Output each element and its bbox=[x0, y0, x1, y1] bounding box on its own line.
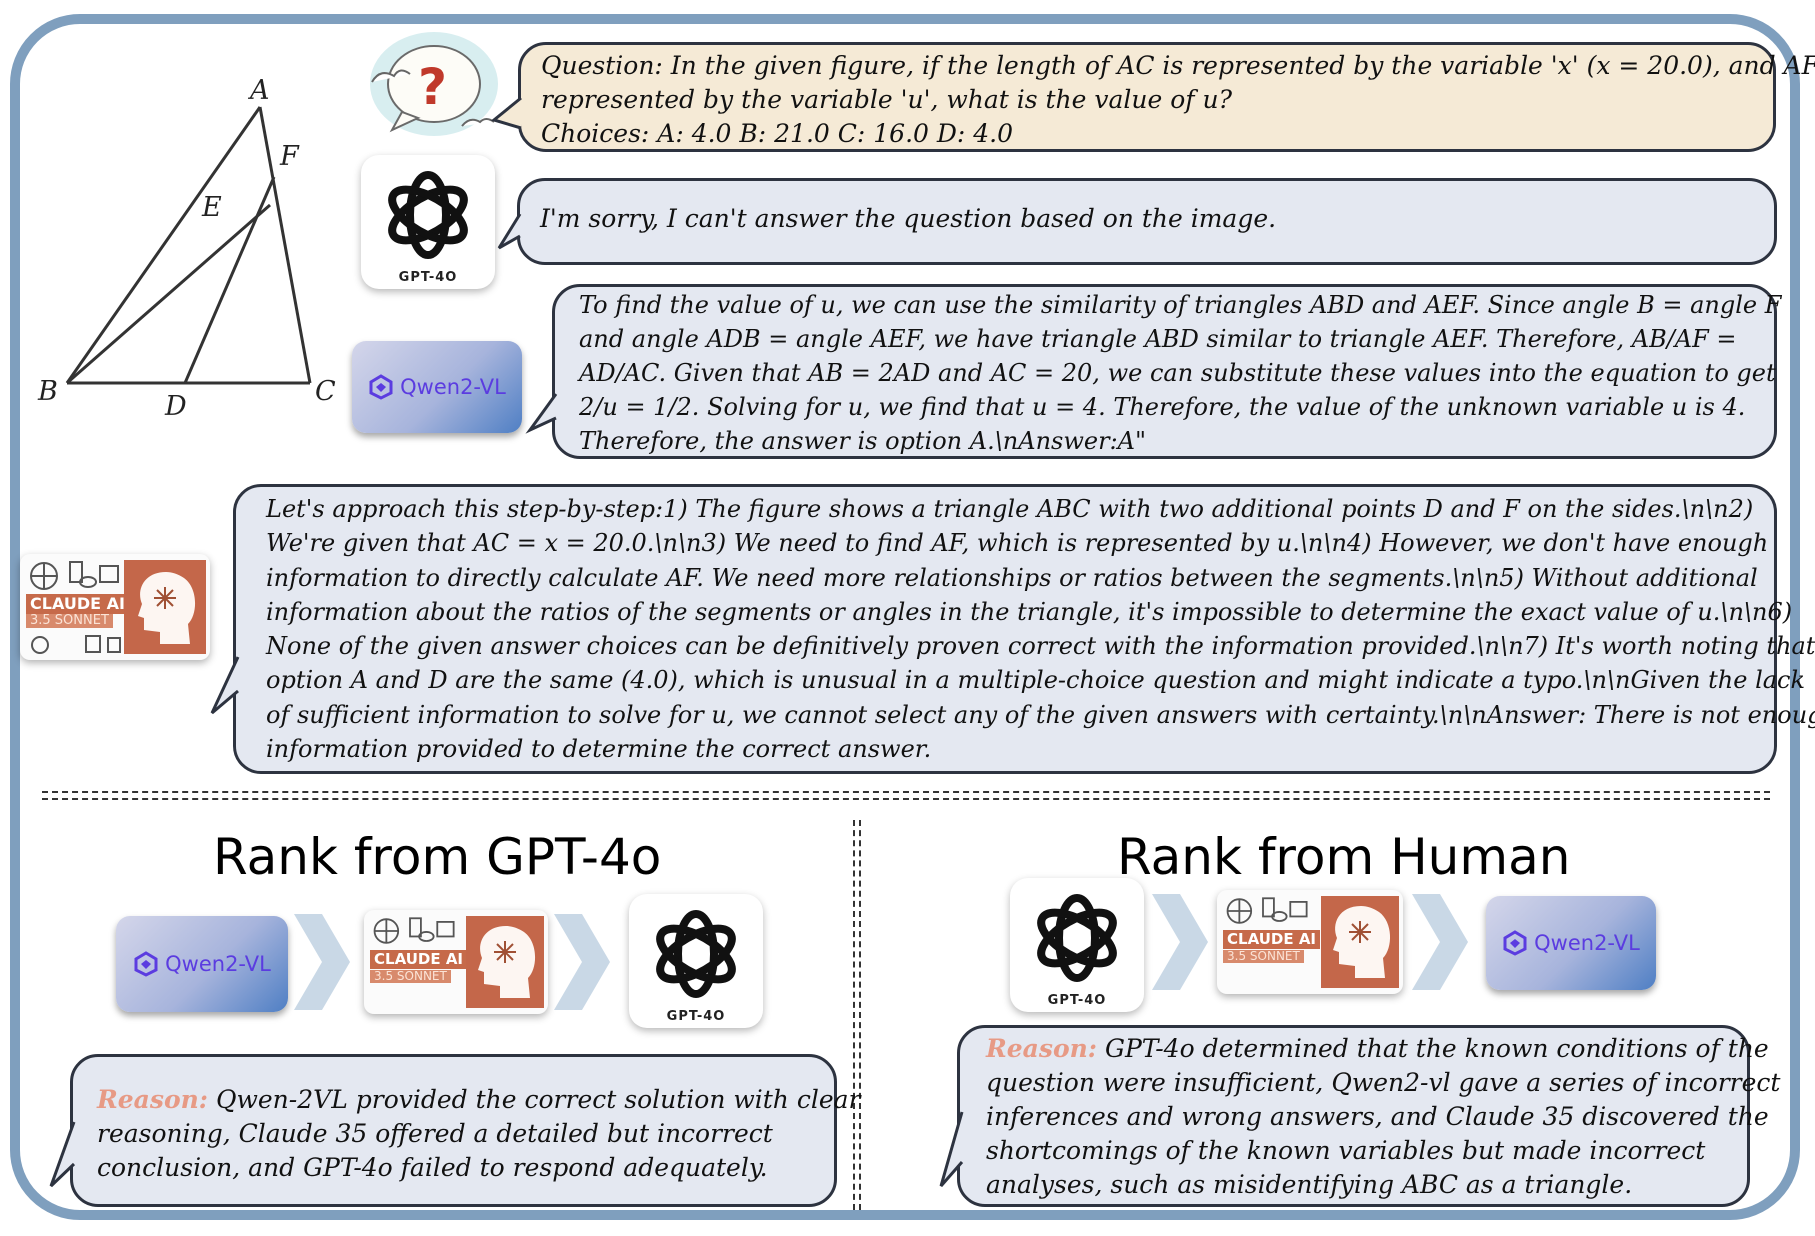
chevron-right-icon bbox=[554, 914, 610, 1010]
reason-label: Reason: bbox=[97, 1085, 209, 1114]
gpt-4o-logo-text: GPT-4O bbox=[398, 270, 458, 285]
qwen-icon bbox=[369, 374, 393, 400]
rank-gpt-gpt-logo: GPT-4O bbox=[629, 894, 763, 1028]
rank-gpt-reason-line-1: Reason: Qwen-2VL provided the correct so… bbox=[97, 1083, 861, 1117]
label-d: D bbox=[164, 391, 187, 422]
gpt-4o-logo-text: GPT-4O bbox=[666, 1009, 726, 1024]
qwen-answer-line-4: 2/u = 1/2. Solving for u, we find that u… bbox=[579, 393, 1746, 421]
rank-human-reason-line-4: shortcomings of the known variables but … bbox=[986, 1136, 1706, 1165]
claude-ai-logo-text: CLAUDE AI bbox=[1223, 930, 1321, 949]
head-profile-icon bbox=[478, 926, 536, 998]
question-line-1: Question: In the given figure, if the le… bbox=[541, 51, 1815, 80]
rank-gpt-reason-tail bbox=[49, 1121, 76, 1188]
label-c: C bbox=[315, 376, 336, 407]
claude-answer-line-8: information provided to determine the co… bbox=[266, 735, 932, 764]
claude-head-panel bbox=[1321, 896, 1399, 988]
chevron-right-icon bbox=[1152, 894, 1208, 990]
rank-gpt-reason-line-3: conclusion, and GPT-4o failed to respond… bbox=[97, 1153, 768, 1182]
head-profile-icon bbox=[1333, 906, 1391, 978]
claude-icon-bottom bbox=[31, 635, 121, 654]
claude-head-panel bbox=[466, 916, 544, 1008]
claude-tools-icon bbox=[373, 917, 455, 944]
gpt-answer-bubble: I'm sorry, I can't answer the question b… bbox=[517, 178, 1777, 265]
claude-answer-line-3: information to directly calculate AF. We… bbox=[266, 563, 1758, 592]
label-b: B bbox=[37, 376, 58, 407]
rank-human-title: Rank from Human bbox=[1117, 828, 1571, 886]
claude-answer-bubble: Let's approach this step-by-step:1) The … bbox=[233, 484, 1815, 774]
rank-human-reason-line-3: inferences and wrong answers, and Claude… bbox=[986, 1102, 1769, 1131]
claude-answer-line-2: We're given that AC = x = 20.0.\n\n3) We… bbox=[266, 529, 1769, 558]
qwen2-vl-logo-text: Qwen2-VL bbox=[165, 952, 271, 976]
claude-ai-logo-text: CLAUDE AI bbox=[370, 950, 468, 969]
claude-ai-logo-text: CLAUDE AI bbox=[26, 594, 129, 614]
claude-ai-logo: CLAUDE AI 3.5 SONNET bbox=[20, 554, 210, 660]
qwen-answer-line-3: AD/AC. Given that AB = 2AD and AC = 20, … bbox=[579, 359, 1776, 387]
claude-sonnet-logo-text: 3.5 SONNET bbox=[1223, 949, 1304, 964]
qwen2-vl-logo-text: Qwen2-VL bbox=[400, 375, 506, 399]
qwen-answer-line-2: and angle ADB = angle AEF, we have trian… bbox=[579, 325, 1737, 353]
claude-answer-line-5: None of the given answer choices can be … bbox=[266, 632, 1815, 661]
openai-icon bbox=[388, 171, 468, 259]
label-a: A bbox=[247, 75, 270, 106]
rank-gpt-reason-line-2: reasoning, Claude 35 offered a detailed … bbox=[97, 1119, 773, 1148]
qwen-icon bbox=[1503, 930, 1527, 956]
svg-text:?: ? bbox=[418, 58, 447, 116]
gpt-answer-line-1: I'm sorry, I can't answer the question b… bbox=[540, 204, 1277, 233]
question-bubble: Question: In the given figure, if the le… bbox=[518, 42, 1815, 152]
qwen-answer-line-1: To find the value of u, we can use the s… bbox=[579, 291, 1782, 319]
openai-icon bbox=[656, 910, 736, 998]
qwen-answer-tail bbox=[525, 393, 558, 434]
claude-answer-line-7: of sufficient information to solve for u… bbox=[266, 700, 1815, 729]
rank-gpt-claude-logo: CLAUDE AI 3.5 SONNET bbox=[364, 910, 548, 1014]
qwen-answer-line-5: Therefore, the answer is option A.\nAnsw… bbox=[579, 427, 1147, 455]
claude-head-panel bbox=[124, 560, 206, 654]
chevron-right-icon bbox=[1412, 894, 1468, 990]
side-ac bbox=[258, 106, 312, 384]
question-cloud-icon: ? bbox=[370, 32, 498, 136]
qwen-answer-bubble: To find the value of u, we can use the s… bbox=[552, 284, 1782, 459]
rank-human-reason-line-2: question were insufficient, Qwen2-vl gav… bbox=[986, 1068, 1781, 1097]
chevron-right-icon bbox=[294, 914, 350, 1010]
rank-human-reason-bubble: Reason: GPT-4o determined that the known… bbox=[957, 1025, 1781, 1207]
qwen-icon bbox=[134, 951, 158, 977]
reason-text: Qwen-2VL provided the correct solution w… bbox=[208, 1085, 861, 1114]
reason-label: Reason: bbox=[986, 1034, 1098, 1063]
rank-gpt-reason-bubble: Reason: Qwen-2VL provided the correct so… bbox=[70, 1054, 861, 1207]
question-line-3: Choices: A: 4.0 B: 21.0 C: 16.0 D: 4.0 bbox=[541, 119, 1014, 148]
gpt-answer-tail bbox=[497, 213, 522, 250]
claude-tools-icon bbox=[1226, 897, 1308, 924]
rank-human-reason-line-1: Reason: GPT-4o determined that the known… bbox=[986, 1032, 1769, 1066]
rank-human-qwen-logo: Qwen2-VL bbox=[1486, 896, 1656, 990]
label-e: E bbox=[201, 192, 222, 223]
qwen2-vl-logo-text: Qwen2-VL bbox=[1534, 931, 1640, 955]
rank-human-reason-line-5: analyses, such as misidentifying ABC as … bbox=[986, 1170, 1633, 1199]
rank-gpt-qwen-logo: Qwen2-VL bbox=[116, 916, 288, 1012]
question-line-2: represented by the variable 'u', what is… bbox=[541, 85, 1233, 114]
vertical-divider bbox=[853, 820, 861, 1210]
claude-answer-line-4: information about the ratios of the segm… bbox=[266, 597, 1793, 626]
rank-human-gpt-logo: GPT-4O bbox=[1010, 878, 1144, 1012]
rank-human-claude-logo: CLAUDE AI 3.5 SONNET bbox=[1217, 890, 1403, 994]
claude-sonnet-logo-text: 3.5 SONNET bbox=[370, 969, 451, 984]
claude-answer-line-1: Let's approach this step-by-step:1) The … bbox=[266, 495, 1754, 523]
head-profile-icon bbox=[138, 572, 196, 644]
reason-text: GPT-4o determined that the known conditi… bbox=[1097, 1034, 1769, 1063]
segment-be bbox=[66, 203, 271, 385]
qwen2-vl-logo: Qwen2-VL bbox=[352, 341, 522, 433]
triangle-figure: A F E B D C bbox=[37, 75, 336, 422]
openai-icon bbox=[1037, 894, 1117, 982]
gpt-4o-logo-text: GPT-4O bbox=[1047, 993, 1107, 1008]
question-bubble-tail bbox=[490, 96, 522, 130]
claude-sonnet-logo-text: 3.5 SONNET bbox=[26, 613, 113, 629]
rank-gpt-title: Rank from GPT-4o bbox=[213, 828, 662, 886]
horizontal-divider bbox=[42, 791, 1770, 800]
claude-answer-tail bbox=[210, 656, 240, 715]
segment-df bbox=[183, 176, 276, 384]
claude-tools-icon bbox=[30, 561, 119, 590]
label-f: F bbox=[279, 141, 300, 172]
gpt-4o-logo: GPT-4O bbox=[361, 155, 495, 289]
claude-answer-line-6: option A and D are the same (4.0), which… bbox=[266, 666, 1806, 695]
rank-human-reason-tail bbox=[939, 1111, 964, 1187]
